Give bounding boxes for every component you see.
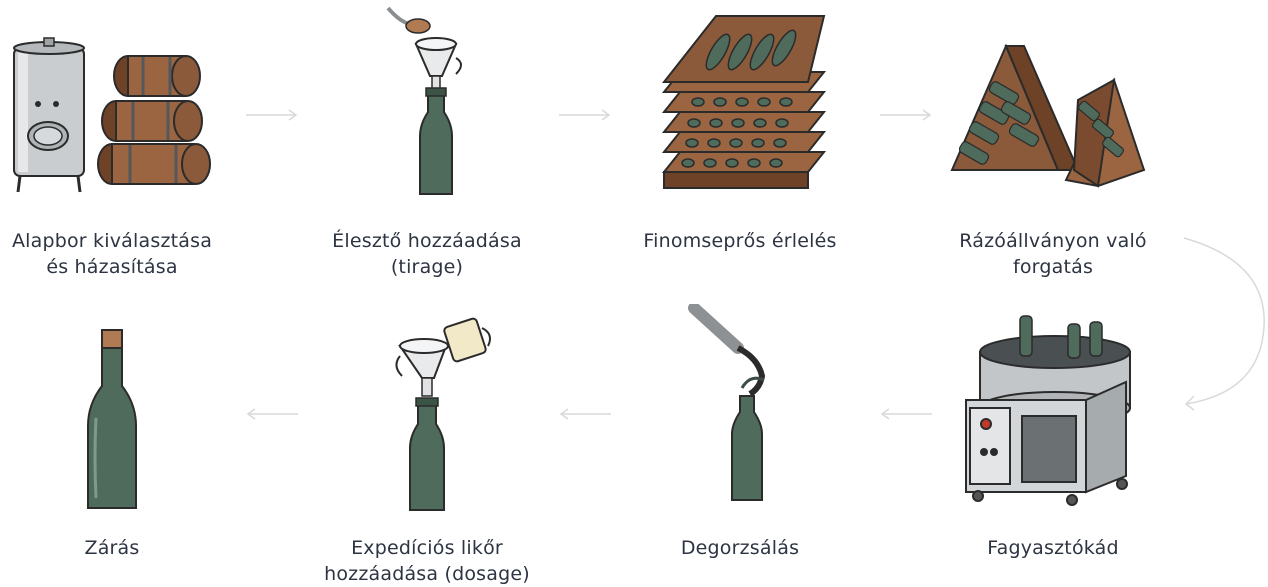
arrow-right-icon	[878, 108, 934, 122]
step-label: Fagyasztókád	[987, 537, 1119, 559]
arrow-right-icon	[244, 108, 300, 122]
closed-bottle-icon	[82, 326, 142, 512]
step-label: Rázóállványon való forgatás	[959, 230, 1147, 278]
arrow-right-icon	[557, 108, 613, 122]
bottle-funnel-jug-icon	[394, 316, 498, 514]
step-label: Expedíciós likőr hozzáadása (dosage)	[324, 537, 530, 585]
step-label: Zárás	[84, 537, 140, 559]
stacked-bottles-icon	[658, 12, 828, 194]
bottle-funnel-spoon-icon	[380, 2, 470, 198]
tank-and-barrels-icon	[8, 36, 218, 196]
arrow-left-icon	[878, 407, 934, 421]
step-label: Alapbor kiválasztása és házasítása	[11, 230, 213, 278]
riddling-rack-icon	[948, 40, 1154, 190]
step-label: Élesztő hozzáadása (tirage)	[332, 230, 522, 278]
disgorging-bottle-icon	[688, 304, 788, 504]
arrow-left-icon	[557, 407, 613, 421]
arrow-left-icon	[244, 407, 300, 421]
curved-arrow-icon	[1176, 232, 1268, 412]
step-label: Finomseprős érlelés	[643, 230, 837, 252]
freezer-tub-icon	[962, 312, 1146, 512]
step-label: Degorzsálás	[680, 537, 800, 559]
